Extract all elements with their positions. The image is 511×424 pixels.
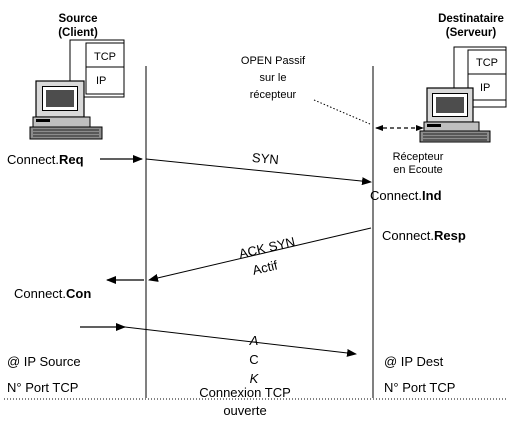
open-passive-line3: récepteur — [250, 89, 297, 101]
connection-open-line2: ouverte — [223, 403, 266, 418]
source-protocol-stack: TCP IP — [69, 39, 125, 98]
dest-ip-layer: IP — [480, 82, 490, 94]
connect-ind-label: Connect.Ind — [370, 188, 442, 203]
syn-label: SYN — [251, 150, 279, 167]
ack-arrow — [124, 326, 357, 357]
open-passive-line1: OPEN Passif — [241, 55, 306, 67]
source-title: Source — [59, 13, 98, 25]
listener-note-line2: en Ecoute — [393, 164, 443, 176]
source-computer-icon — [29, 80, 103, 140]
actif-label: Actif — [251, 257, 279, 277]
open-passive-pointer — [313, 99, 371, 125]
ack-syn-label: ACK SYN — [237, 234, 296, 261]
connect-con-label: Connect.Con — [14, 286, 91, 301]
ack-syn-arrow — [148, 227, 372, 282]
source-subtitle: (Client) — [58, 27, 98, 39]
listener-note-line1: Récepteur — [393, 151, 444, 163]
dest-protocol-stack: TCP IP — [453, 46, 507, 108]
dest-computer-icon — [419, 87, 491, 143]
open-passive-line2: sur le — [260, 72, 287, 84]
connect-req-label: Connect.Req — [7, 152, 84, 167]
connect-resp-label: Connect.Resp — [382, 228, 466, 243]
ack-letter-c: C — [249, 352, 258, 367]
ack-letter-k: K — [250, 371, 260, 386]
port-dest-label: N° Port TCP — [384, 380, 455, 395]
dest-title: Destinataire — [438, 13, 504, 25]
ack-letter-a: A — [249, 333, 259, 348]
connection-open-line1: Connexion TCP — [199, 385, 291, 400]
port-source-label: N° Port TCP — [7, 380, 78, 395]
dest-tcp-layer: TCP — [476, 57, 498, 69]
ip-source-label: @ IP Source — [7, 354, 81, 369]
source-tcp-layer: TCP — [94, 51, 116, 63]
dest-subtitle: (Serveur) — [446, 27, 497, 39]
ip-dest-label: @ IP Dest — [384, 354, 444, 369]
syn-arrow — [145, 158, 372, 186]
source-ip-layer: IP — [96, 75, 106, 87]
